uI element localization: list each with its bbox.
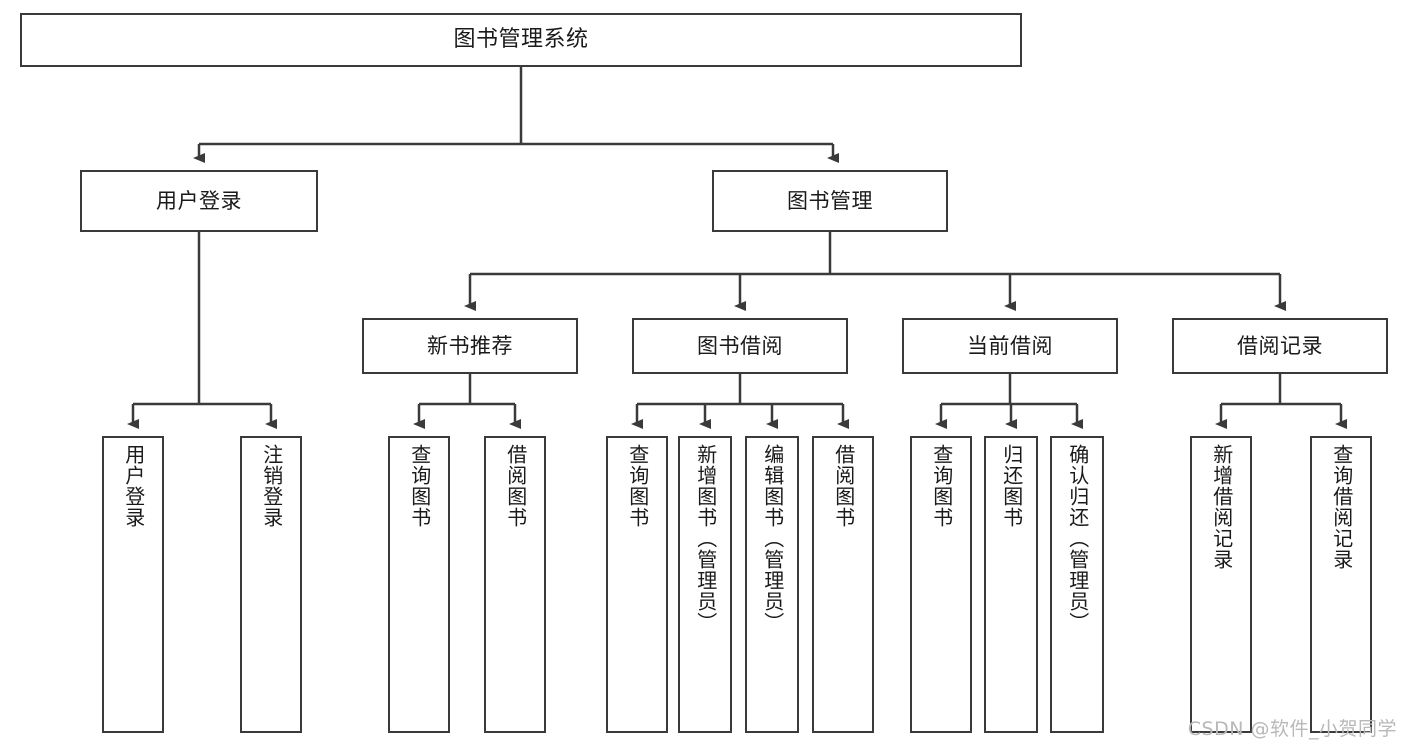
node-book-borrow-label: 图书借阅 [697,333,783,358]
leaf-query-book-new[interactable]: 查询图书 [388,436,450,733]
node-root[interactable]: 图书管理系统 [20,13,1022,67]
leaf-add-borrow-record[interactable]: 新增借阅记录 [1190,436,1252,733]
leaf-logout-label: 注销登录 [259,444,284,528]
leaf-query-book-current[interactable]: 查询图书 [910,436,972,733]
leaf-lend-book[interactable]: 借阅图书 [812,436,874,733]
node-borrow-record[interactable]: 借阅记录 [1172,318,1388,374]
node-new-book-recommend-label: 新书推荐 [427,333,513,358]
node-user-login[interactable]: 用户登录 [80,170,318,232]
leaf-confirm-return-admin-label: 确认归还（管理员） [1065,444,1090,633]
leaf-lend-book-label: 借阅图书 [831,444,856,528]
leaf-logout[interactable]: 注销登录 [240,436,302,733]
leaf-add-book-admin[interactable]: 新增图书（管理员） [678,436,732,733]
leaf-return-book-label: 归还图书 [999,444,1024,528]
leaf-borrow-book-new-label: 借阅图书 [503,444,528,528]
node-user-login-label: 用户登录 [156,188,242,213]
leaf-query-book-borrow-label: 查询图书 [625,444,650,528]
node-book-management-label: 图书管理 [787,188,873,213]
node-borrow-record-label: 借阅记录 [1237,333,1323,358]
leaf-query-borrow-record[interactable]: 查询借阅记录 [1310,436,1372,733]
watermark: CSDN @软件_小贺同学 [1187,718,1397,740]
leaf-user-login[interactable]: 用户登录 [102,436,164,733]
leaf-query-book-borrow[interactable]: 查询图书 [606,436,668,733]
leaf-add-book-admin-label: 新增图书（管理员） [693,444,718,633]
node-current-borrow-label: 当前借阅 [967,333,1053,358]
leaf-query-book-new-label: 查询图书 [407,444,432,528]
node-book-borrow[interactable]: 图书借阅 [632,318,848,374]
leaf-edit-book-admin[interactable]: 编辑图书（管理员） [745,436,799,733]
leaf-confirm-return-admin[interactable]: 确认归还（管理员） [1050,436,1104,733]
leaf-return-book[interactable]: 归还图书 [984,436,1038,733]
leaf-edit-book-admin-label: 编辑图书（管理员） [760,444,785,633]
node-root-label: 图书管理系统 [453,27,589,53]
leaf-user-login-label: 用户登录 [121,444,146,528]
node-current-borrow[interactable]: 当前借阅 [902,318,1118,374]
node-new-book-recommend[interactable]: 新书推荐 [362,318,578,374]
node-book-management[interactable]: 图书管理 [712,170,948,232]
leaf-add-borrow-record-label: 新增借阅记录 [1209,444,1234,570]
leaf-query-borrow-record-label: 查询借阅记录 [1329,444,1354,570]
leaf-borrow-book-new[interactable]: 借阅图书 [484,436,546,733]
leaf-query-book-current-label: 查询图书 [929,444,954,528]
